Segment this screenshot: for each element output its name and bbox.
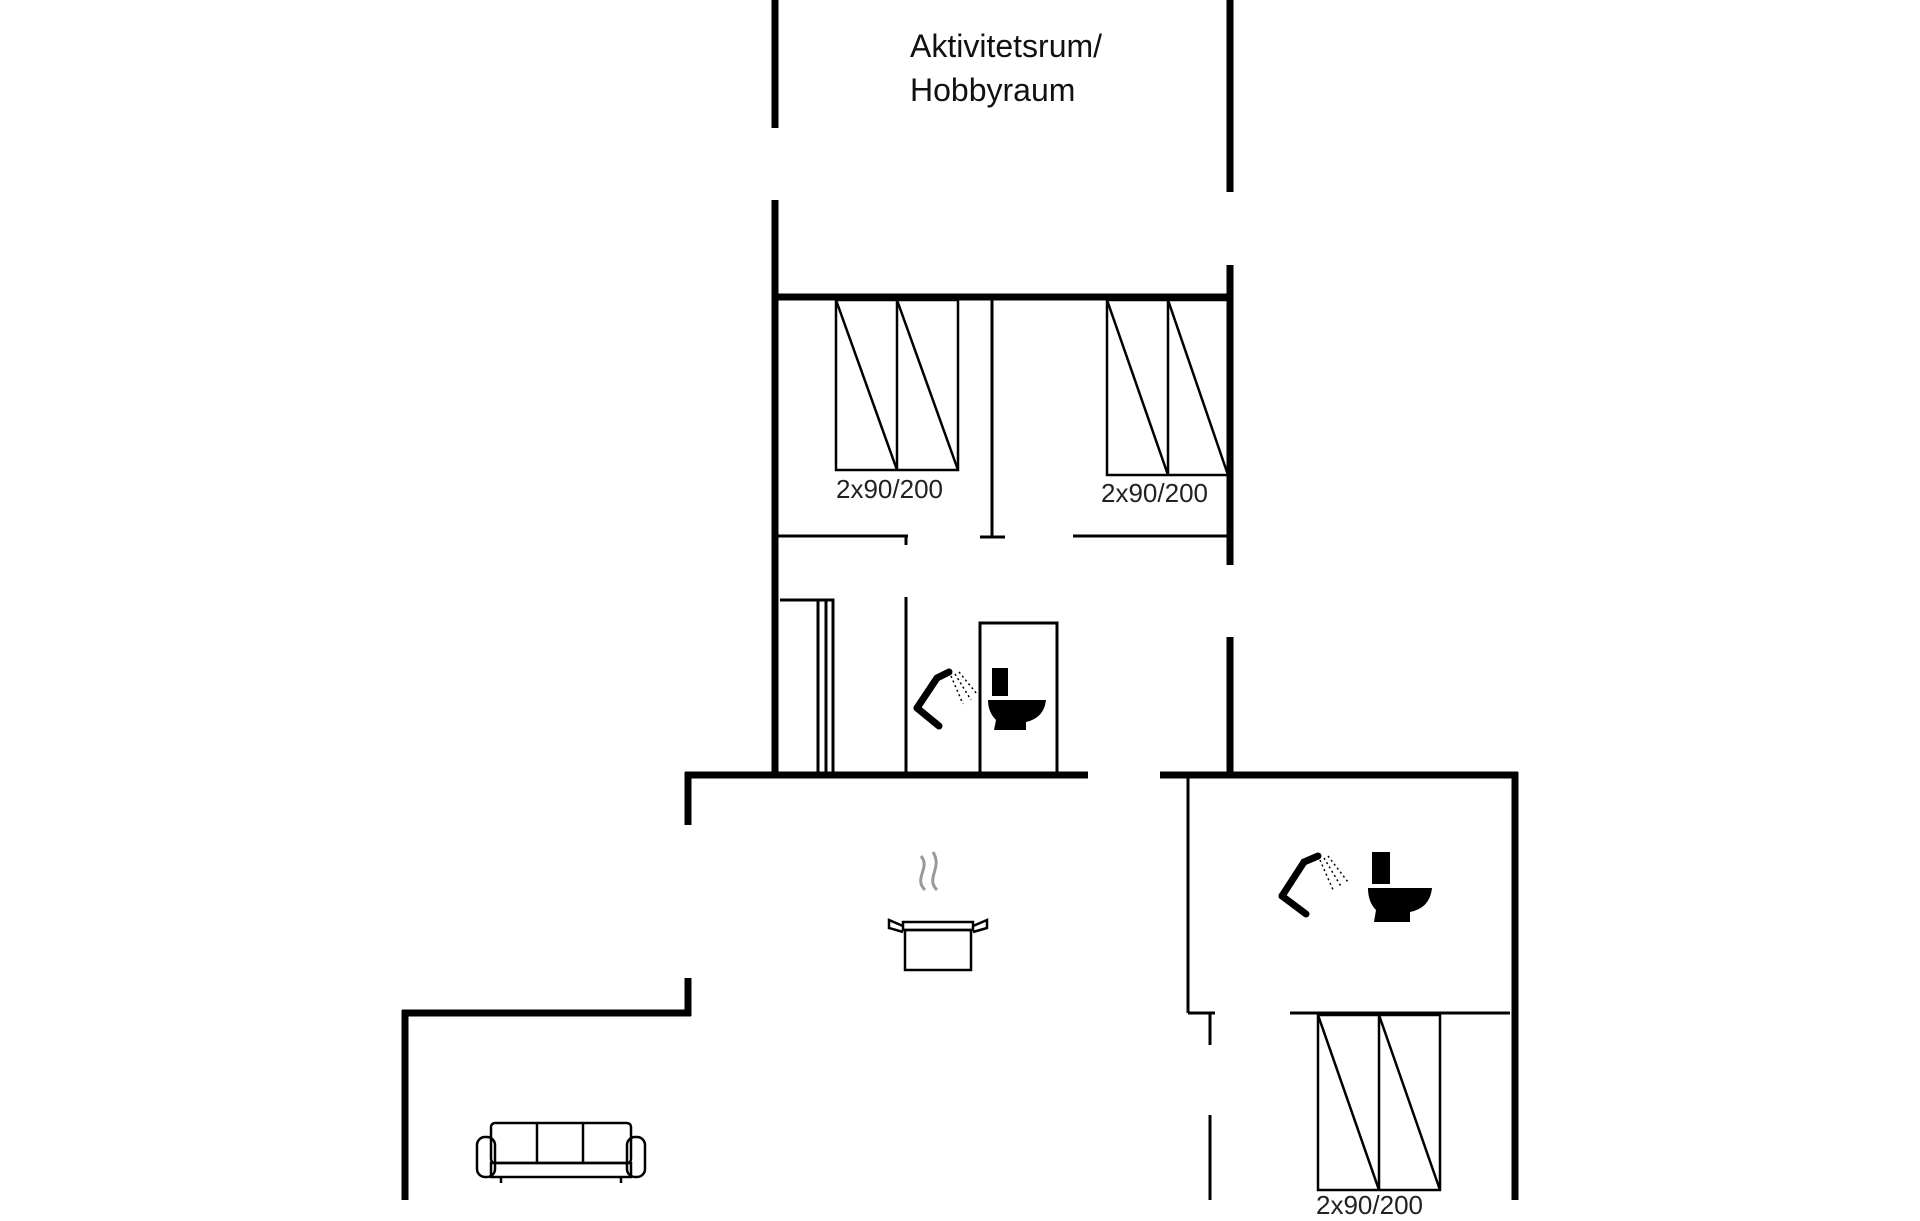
bed-icon — [834, 298, 960, 472]
bed-size-label: 2x90/200 — [1316, 1190, 1423, 1220]
shower-icon — [913, 668, 978, 730]
toilet-icon — [1368, 852, 1432, 922]
bed-size-label: 2x90/200 — [1101, 478, 1208, 508]
closet — [780, 598, 835, 775]
room-label-activity: Aktivitetsrum/ Hobbyraum — [910, 24, 1102, 112]
toilet-icon — [988, 668, 1046, 730]
sofa-icon — [475, 1121, 647, 1183]
walls — [401, 0, 1519, 1200]
bed-icon — [1316, 1013, 1442, 1192]
room-label-line: Hobbyraum — [910, 72, 1076, 108]
room-label-line: Aktivitetsrum/ — [910, 28, 1103, 64]
shower-icon — [1278, 852, 1349, 918]
bed-size-label: 2x90/200 — [836, 474, 943, 504]
cooking-pot-icon — [887, 851, 989, 972]
bed-icon — [1105, 298, 1230, 477]
